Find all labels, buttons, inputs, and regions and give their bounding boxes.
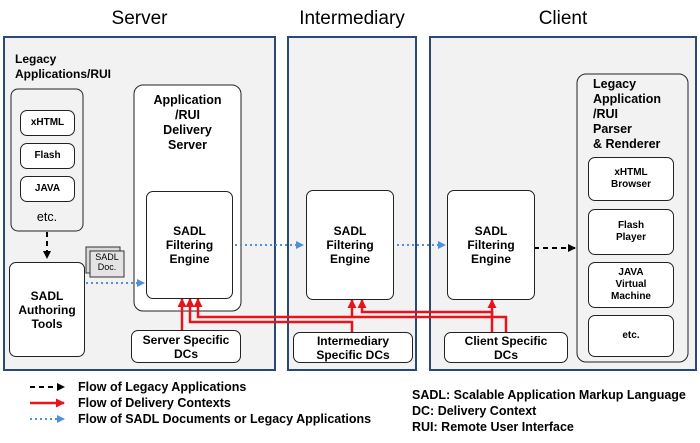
server-specific-dcs: Server Specific DCs xyxy=(131,330,241,363)
client-zone-title: Client xyxy=(538,8,588,29)
legacy-app-flash: Flash xyxy=(20,143,75,169)
glossary-sadl: SADL: Scalable Application Markup Langua… xyxy=(412,388,686,402)
legend-legacy-flow: Flow of Legacy Applications xyxy=(78,380,247,394)
server-zone-title: Server xyxy=(111,8,168,29)
legacy-app-xhtml: xHTML xyxy=(20,110,75,136)
client-specific-dcs: Client Specific DCs xyxy=(444,332,568,363)
sadl-document-icon xyxy=(85,246,125,278)
legacy-apps-title: Legacy Applications/RUI xyxy=(15,52,112,81)
client-filtering-engine: SADL Filtering Engine xyxy=(447,190,535,300)
sadl-document-label: SADL Doc. xyxy=(95,252,119,272)
parser-renderer-title: Legacy Application /RUI Parser & Rendere… xyxy=(593,77,662,151)
legacy-app-java: JAVA xyxy=(20,176,75,202)
delivery-server-title: Application /RUI Delivery Server xyxy=(153,93,222,152)
glossary-dc: DC: Delivery Context xyxy=(412,404,537,418)
intermediary-specific-dcs: Intermediary Specific DCs xyxy=(293,332,413,363)
delivery-context-flows xyxy=(177,298,508,332)
intermediary-filtering-engine: SADL Filtering Engine xyxy=(306,190,394,300)
parser-xhtml-browser: xHTML Browser xyxy=(588,157,674,201)
legend-delivery-flow: Flow of Delivery Contexts xyxy=(78,396,231,410)
server-filtering-engine: SADL Filtering Engine xyxy=(146,191,233,299)
parser-java-vm: JAVA Virtual Machine xyxy=(588,262,674,308)
legend-sadl-flow: Flow of SADL Documents or Legacy Applica… xyxy=(78,412,372,426)
sadl-authoring-tools: SADL Authoring Tools xyxy=(9,262,85,357)
parser-flash-player: Flash Player xyxy=(588,209,674,255)
intermediary-zone-title: Intermediary xyxy=(299,8,405,29)
parser-etc: etc. xyxy=(588,315,674,357)
legacy-apps-more: etc. xyxy=(36,210,58,224)
glossary-rui: RUI: Remote User Interface xyxy=(412,420,574,434)
